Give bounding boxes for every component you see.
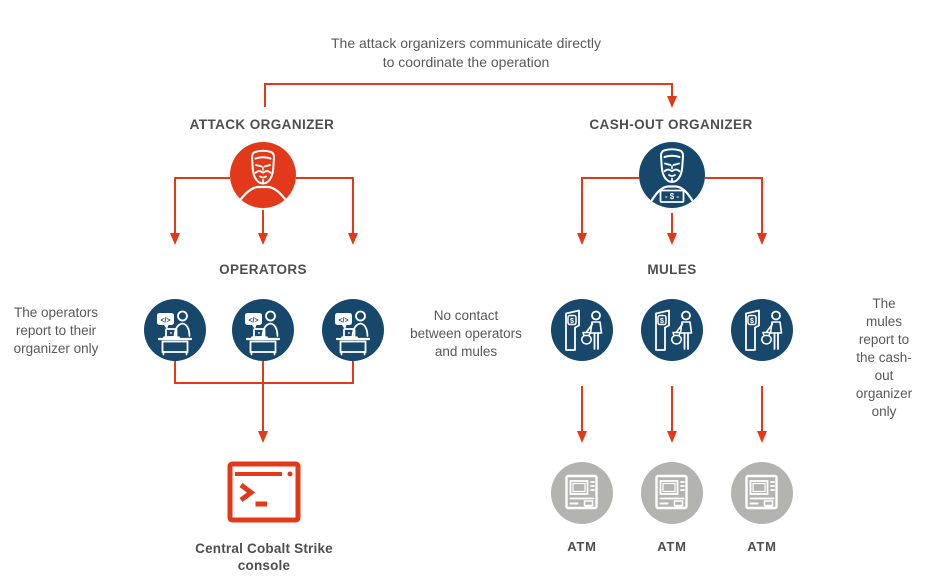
mule-atm-cashout-icon: $: [641, 299, 703, 361]
mule-node-3: $: [731, 299, 793, 366]
mule-atm-cashout-icon: $: [731, 299, 793, 361]
atm-machine-icon: [551, 462, 613, 524]
note-no-contact: No contact between operators and mules: [410, 308, 522, 359]
atm-label-3: ATM: [747, 539, 777, 554]
cashout-organizer-title: CASH-OUT ORGANIZER: [589, 117, 753, 132]
atm-dollar-text: $: [660, 318, 664, 325]
operator-desk-icon: </>: [322, 299, 384, 361]
mule-node-2: $: [641, 299, 703, 366]
anonymous-mask-icon: [230, 142, 296, 208]
connector-attack-to-operator-left: [170, 177, 230, 245]
atm-dollar-text: $: [750, 318, 754, 325]
connector-attack-to-operator-right: [296, 177, 358, 245]
attack-organizer-title: ATTACK ORGANIZER: [189, 117, 335, 132]
connector-cashout-to-mule-right: [705, 177, 767, 245]
operator-desk-icon: </>: [144, 299, 206, 361]
note-operators-report: The operators report to their organizer …: [13, 305, 99, 356]
atm-label-2: ATM: [657, 539, 687, 554]
connector-organizers-communication: [264, 83, 677, 108]
atm-node-2: [641, 462, 703, 529]
atm-machine-icon: [731, 462, 793, 524]
top-caption: The attack organizers communicate direct…: [331, 35, 601, 70]
operator-node-2: </>: [232, 299, 294, 366]
mule-atm-cashout-icon: $: [551, 299, 613, 361]
atm-node-3: [731, 462, 793, 529]
atm-node-1: [551, 462, 613, 529]
atm-machine-icon: [641, 462, 703, 524]
code-bubble-text: </>: [248, 318, 258, 325]
anonymous-mask-money-icon: - $ -: [639, 142, 705, 208]
code-bubble-text: </>: [338, 318, 348, 325]
terminal-console-icon: [227, 461, 301, 523]
operator-desk-icon: </>: [232, 299, 294, 361]
money-badge-text: - $ -: [665, 192, 680, 201]
mule-node-1: $: [551, 299, 613, 366]
console-label: Central Cobalt Strike console: [195, 541, 333, 573]
operator-node-1: </>: [144, 299, 206, 366]
code-bubble-text: </>: [160, 318, 170, 325]
console-node: [227, 461, 301, 528]
connector-cashout-to-mule-left: [577, 177, 639, 245]
cashout-organizer-node: - $ -: [639, 142, 705, 213]
mules-title: MULES: [647, 262, 697, 277]
atm-label-1: ATM: [567, 539, 597, 554]
operators-title: OPERATORS: [219, 262, 307, 277]
note-mules-report: The mules report to the cash-out organiz…: [855, 296, 913, 419]
attack-organizer-node: [230, 142, 296, 213]
atm-dollar-text: $: [570, 318, 574, 325]
operator-node-3: </>: [322, 299, 384, 366]
